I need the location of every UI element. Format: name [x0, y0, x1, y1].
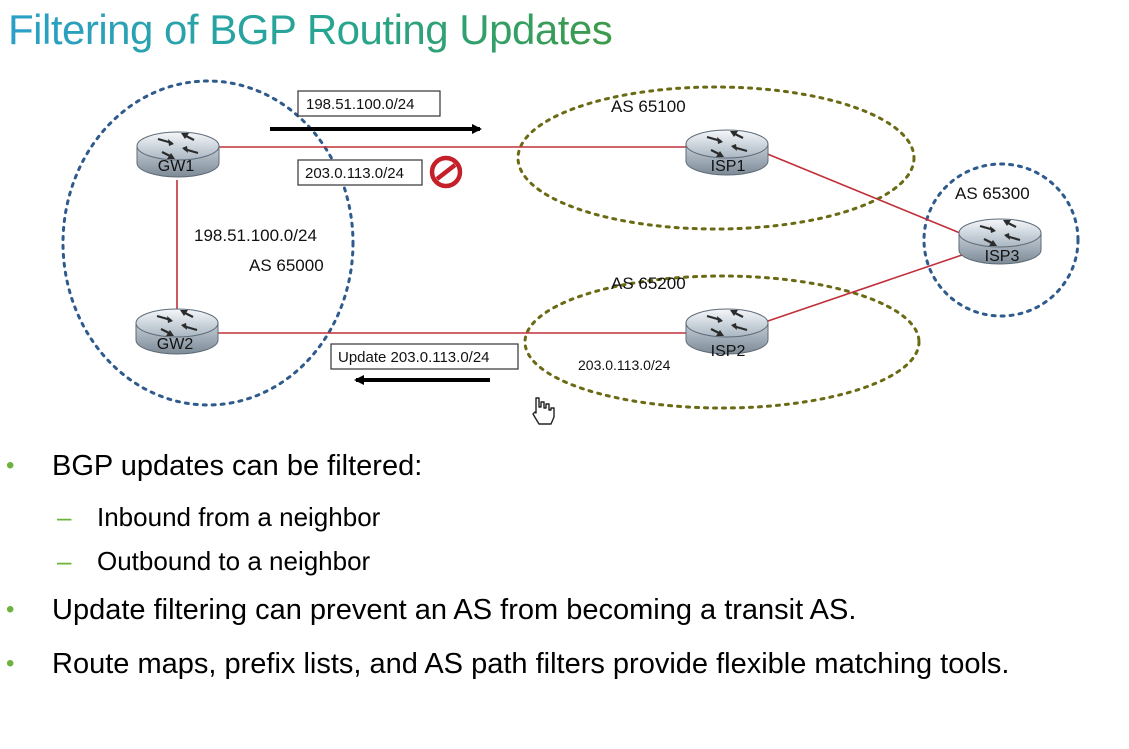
- hand-cursor-icon: [532, 397, 555, 425]
- as-65300-region: [922, 162, 1080, 318]
- router-gw2-label: GW2: [157, 336, 194, 353]
- as-65200-region: [523, 274, 921, 410]
- bullet-item: BGP updates can be filtered:: [6, 448, 1112, 484]
- as-65300-label: AS 65300: [955, 184, 1030, 203]
- blocked-prefix-box: 203.0.113.0/24: [305, 165, 404, 182]
- router-isp2-label: ISP2: [711, 343, 746, 360]
- bullet-item: Route maps, prefix lists, and AS path fi…: [6, 646, 1112, 682]
- router-isp1-label: ISP1: [711, 158, 746, 175]
- link-isp2-isp3: [764, 254, 963, 323]
- gw-network-label: 198.51.100.0/24: [194, 226, 317, 245]
- router-gw1-label: GW1: [158, 158, 195, 175]
- isp2-network-label: 203.0.113.0/24: [578, 357, 671, 373]
- slide-title: Filtering of BGP Routing Updates: [8, 6, 613, 53]
- router-isp3-label: ISP3: [985, 248, 1020, 265]
- update-prefix-box: Update 203.0.113.0/24: [338, 349, 490, 366]
- as-65100-region: [516, 85, 916, 231]
- blocked-icon: [429, 155, 463, 189]
- link-isp1-isp3: [764, 152, 961, 234]
- as-65200-label: AS 65200: [611, 274, 686, 293]
- bullet-item: Update filtering can prevent an AS from …: [6, 592, 1112, 628]
- advertised-prefix-box: 198.51.100.0/24: [306, 96, 414, 113]
- sub-bullet-item: Inbound from a neighbor: [57, 501, 380, 533]
- as-65000-label: AS 65000: [249, 256, 324, 275]
- bgp-topology-diagram: GW1 GW2 ISP1 ISP2 ISP3 AS 65100 AS 65200…: [61, 79, 1080, 425]
- sub-bullet-item: Outbound to a neighbor: [57, 545, 370, 577]
- as-65100-label: AS 65100: [611, 97, 686, 116]
- as-65000-region: [61, 79, 355, 407]
